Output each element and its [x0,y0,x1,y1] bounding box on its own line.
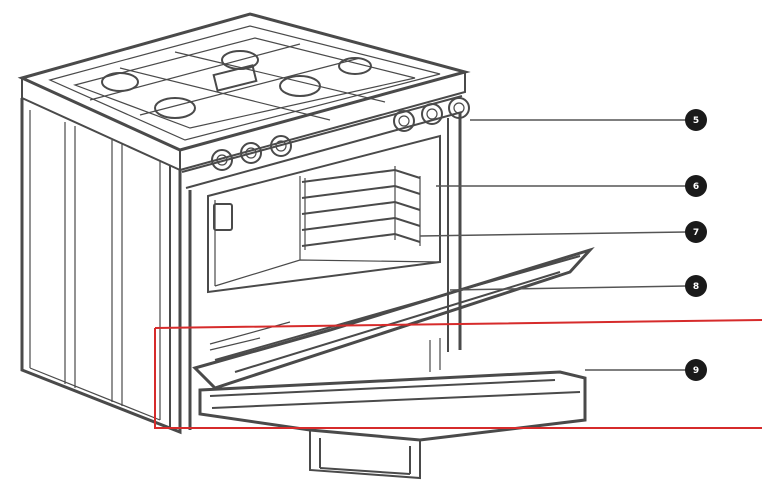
control-knobs-right [393,97,470,132]
oven-door [192,246,595,390]
drawer-highlight-box [154,319,762,429]
callout-label-7: 7 [693,228,699,238]
callout-marker-5: 5 [685,109,707,131]
control-panel [181,95,463,189]
callout-label-6: 6 [693,182,699,192]
callout-lines [419,119,687,371]
callout-marker-6: 6 [685,175,707,197]
oven-cavity [207,134,441,294]
callout-marker-8: 8 [685,275,707,297]
oven-rack [301,166,421,250]
storage-drawer [198,338,587,480]
callout-label-8: 8 [693,282,699,292]
control-knobs-left [211,135,292,171]
burners [101,50,372,119]
callout-marker-9: 9 [685,359,707,381]
cooktop [17,12,471,172]
side-panel [20,98,182,435]
callout-label-9: 9 [693,366,699,376]
callout-marker-7: 7 [685,221,707,243]
callout-label-5: 5 [693,116,699,126]
